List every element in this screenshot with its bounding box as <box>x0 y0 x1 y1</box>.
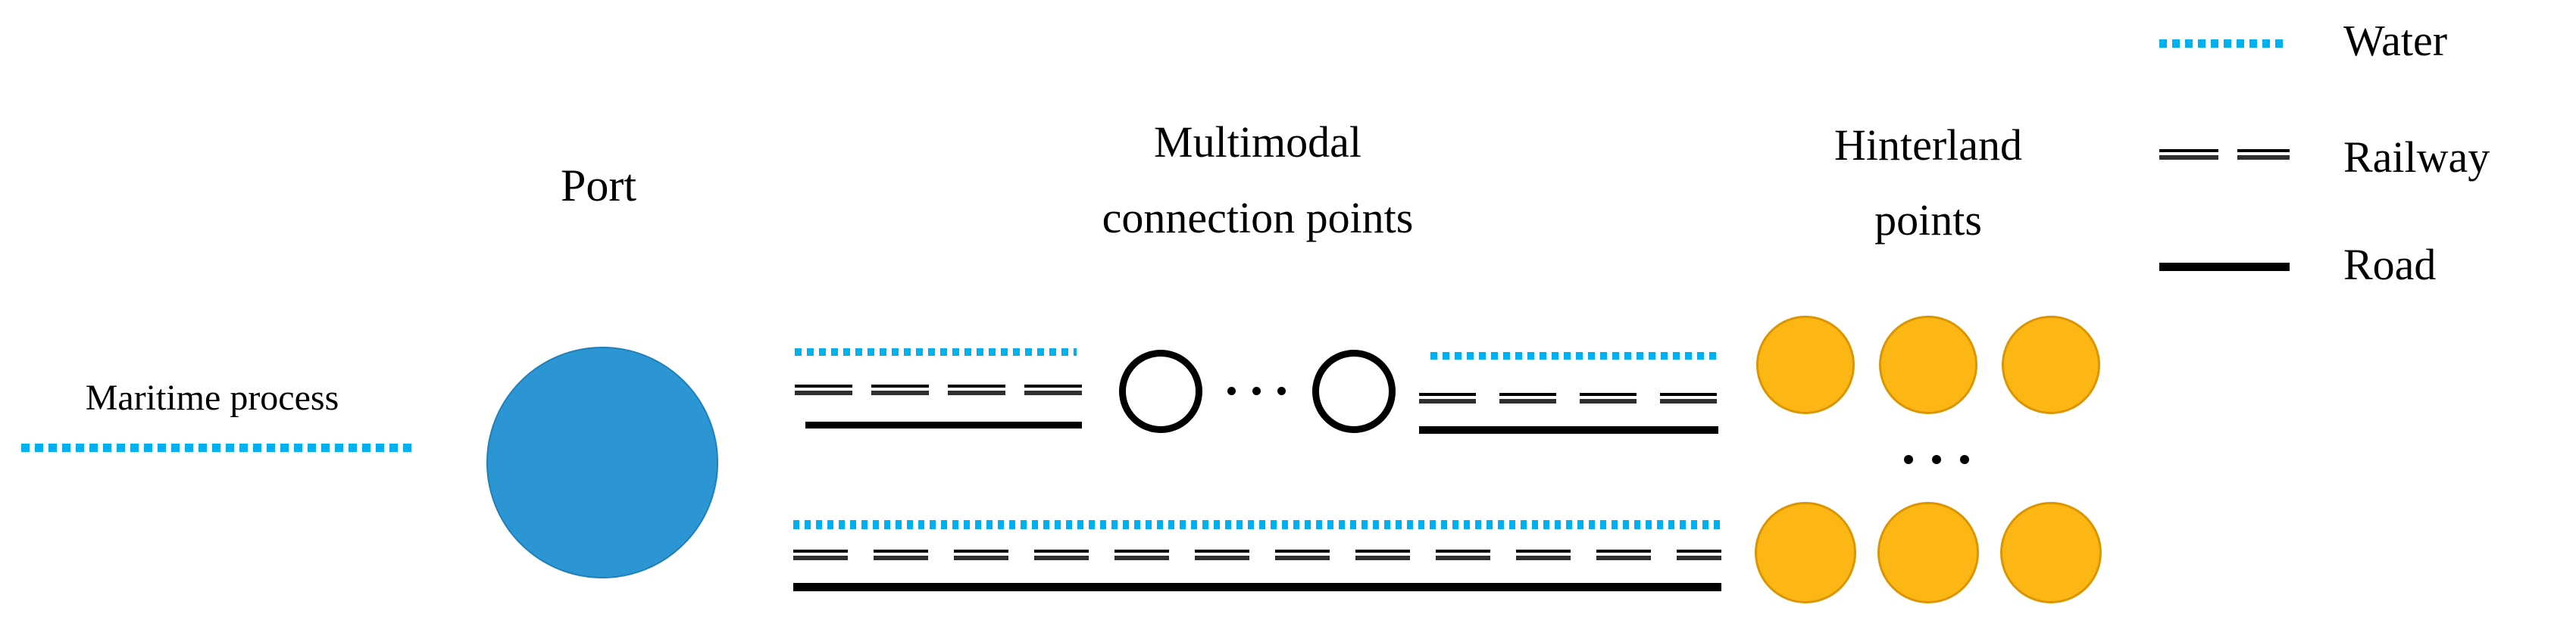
maritime-water-dotted-line <box>21 444 413 452</box>
dot <box>1960 455 1969 464</box>
ellipsis-dots-hinterland <box>1904 455 1969 464</box>
dot <box>1277 387 1286 395</box>
hinterland-node-bottom-3 <box>2000 502 2102 603</box>
dot <box>1227 387 1236 395</box>
railway-line-port-to-multimodal <box>795 385 1082 395</box>
road-line-multimodal-to-hinterland <box>1419 426 1718 434</box>
railway-top-rail <box>795 385 1082 388</box>
dot <box>1904 455 1913 464</box>
hinterland-node-top-3 <box>2002 316 2100 414</box>
legend-road-label: Road <box>2343 240 2437 289</box>
railway-bottom-rail <box>2159 155 2290 160</box>
dot <box>1252 387 1261 395</box>
ellipsis-dots-multimodal <box>1227 387 1286 395</box>
legend-water-line-icon <box>2159 39 2287 48</box>
legend-road-line-icon <box>2159 263 2290 271</box>
railway-bottom-rail <box>1419 399 1718 404</box>
hinterland-node-top-2 <box>1879 316 1977 414</box>
water-line-port-to-hinterland <box>793 520 1723 529</box>
road-line-port-to-hinterland <box>793 583 1721 591</box>
water-line-port-to-multimodal <box>795 348 1077 356</box>
multimodal-heading-line2: connection points <box>1102 193 1414 242</box>
port-node <box>486 347 718 578</box>
railway-top-rail <box>1419 393 1718 396</box>
maritime-process-label: Maritime process <box>85 378 339 418</box>
road-line-port-to-multimodal <box>805 422 1082 428</box>
multimodal-node-2 <box>1312 350 1396 433</box>
hinterland-node-top-1 <box>1756 316 1855 414</box>
railway-top-rail <box>2159 149 2290 152</box>
legend-railway-label: Railway <box>2343 132 2490 182</box>
legend-railway-line-icon <box>2159 149 2290 160</box>
dot <box>1932 455 1941 464</box>
legend-water-label: Water <box>2343 16 2448 65</box>
railway-bottom-rail <box>795 391 1082 395</box>
railway-line-multimodal-to-hinterland <box>1419 393 1718 404</box>
railway-bottom-rail <box>793 556 1721 560</box>
hinterland-heading-line2: points <box>1874 195 1982 245</box>
hinterland-heading-line1: Hinterland <box>1834 120 2023 170</box>
hinterland-node-bottom-2 <box>1877 502 1979 603</box>
multimodal-heading-line1: Multimodal <box>1154 117 1361 167</box>
multimodal-node-1 <box>1119 350 1202 433</box>
water-line-multimodal-to-hinterland <box>1430 352 1716 360</box>
railway-line-port-to-hinterland <box>793 550 1721 560</box>
port-heading: Port <box>560 160 637 210</box>
railway-top-rail <box>793 550 1721 553</box>
hinterland-node-bottom-1 <box>1755 502 1856 603</box>
